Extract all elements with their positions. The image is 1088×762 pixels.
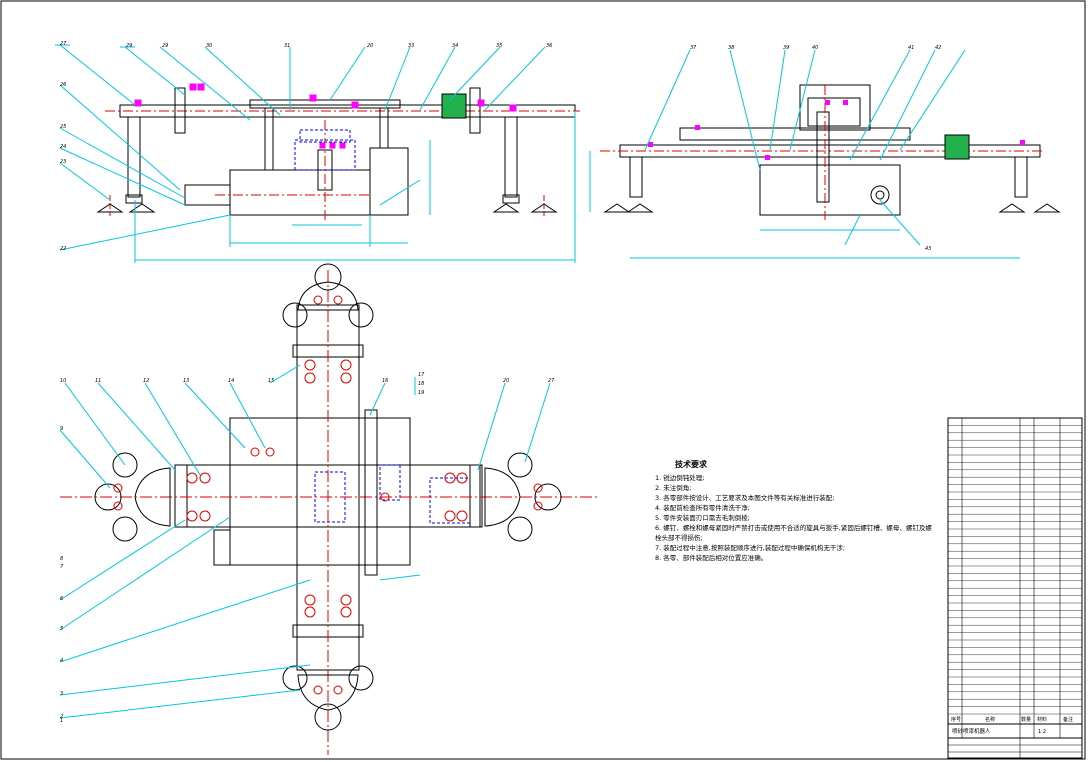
top-view <box>59 263 600 755</box>
title-block-name: 喷砂喷漆机器人 <box>952 727 991 735</box>
tech-req-title: 技术要求 <box>675 460 707 469</box>
callout-labels: 27 29 29 30 31 20 33 34 35 36 26 25 24 2… <box>60 41 941 724</box>
callout-front-7: 34 <box>452 43 458 49</box>
callout-top-5: 15 <box>268 378 274 384</box>
callout-side-5: 42 <box>935 45 941 51</box>
callout-front-5: 20 <box>367 43 373 49</box>
tech-req-line-3: 3. 各零部件按设计、工艺要求及本图文件等有关标准进行装配; <box>655 494 835 502</box>
callout-top-11: 27 <box>548 378 555 384</box>
callout-front-10: 26 <box>60 82 66 88</box>
callout-top-7: 17 <box>418 372 425 378</box>
callout-top-20: 1 <box>60 718 63 724</box>
callout-top-9: 19 <box>418 390 424 396</box>
callout-top-16: 5 <box>60 626 63 632</box>
callout-front-0: 27 <box>60 41 67 47</box>
callout-top-19: 2 <box>60 714 63 720</box>
callout-front-8: 35 <box>496 43 502 49</box>
callout-side-1: 38 <box>728 45 734 51</box>
callout-top-1: 11 <box>95 378 101 384</box>
callout-top-8: 18 <box>418 381 424 387</box>
bom-header-name: 名称 <box>985 716 995 723</box>
callout-top-18: 3 <box>60 691 63 697</box>
callout-side-0: 37 <box>690 45 697 51</box>
callout-top-14: 7 <box>60 564 64 570</box>
callout-front-6: 33 <box>408 43 414 49</box>
callout-front-3: 30 <box>206 43 212 49</box>
callout-side-6: 43 <box>925 246 931 252</box>
callout-side-2: 39 <box>783 45 789 51</box>
callout-front-2: 29 <box>162 43 168 49</box>
callout-top-17: 4 <box>60 658 63 664</box>
tech-req-line-1: 1. 锐边倒钝处理; <box>655 474 705 482</box>
callout-front-4: 31 <box>284 43 290 49</box>
callout-front-11: 25 <box>60 124 66 130</box>
bom-header-qty: 数量 <box>1021 716 1031 723</box>
callout-front-1: 29 <box>126 43 132 49</box>
callout-top-0: 10 <box>60 378 66 384</box>
tech-req-line-7: 7. 装配过程中注意,按照装配顺序进行,装配过程中确保机构无干涉; <box>655 544 846 552</box>
callout-side-4: 41 <box>908 45 914 51</box>
callout-top-10: 20 <box>503 378 509 384</box>
callout-side-3: 40 <box>812 45 818 51</box>
tech-req-line-6: 6. 螺钉、螺栓和螺母紧固时严禁打击或使用不合适的旋具与扳手,紧固后螺钉槽、螺母… <box>655 524 932 542</box>
bom-header-no: 序号 <box>951 716 961 723</box>
callout-top-13: 8 <box>60 556 63 562</box>
front-view <box>55 44 580 263</box>
tech-req-line-8: 8. 各零、部件装配后相对位置应准确。 <box>655 554 768 562</box>
bom-header-remark: 备注 <box>1063 716 1073 723</box>
tech-req-line-2: 2. 未注倒角; <box>655 484 692 492</box>
callout-top-3: 13 <box>183 378 189 384</box>
callout-top-4: 14 <box>228 378 234 384</box>
callout-top-2: 12 <box>143 378 149 384</box>
bom-header-material: 材料 <box>1037 716 1047 723</box>
tech-req-line-4: 4. 装配前检查所有零件清洗干净; <box>655 504 750 512</box>
callout-front-14: 22 <box>60 246 66 252</box>
callout-front-9: 36 <box>546 43 552 49</box>
callout-top-12: 9 <box>60 426 63 432</box>
title-block-scale: 1:2 <box>1038 729 1046 735</box>
callout-top-6: 16 <box>382 378 388 384</box>
technical-requirements: 技术要求 1. 锐边倒钝处理; 2. 未注倒角; 3. 各零部件按设计、工艺要求… <box>655 460 935 563</box>
tech-req-line-5: 5. 零件安装面刃口需去毛刺倒棱; <box>655 514 750 522</box>
callout-front-12: 24 <box>60 144 66 150</box>
callout-top-15: 6 <box>60 596 63 602</box>
bom-rows <box>948 425 1082 715</box>
callout-front-13: 23 <box>60 159 66 165</box>
side-view <box>589 49 1061 259</box>
